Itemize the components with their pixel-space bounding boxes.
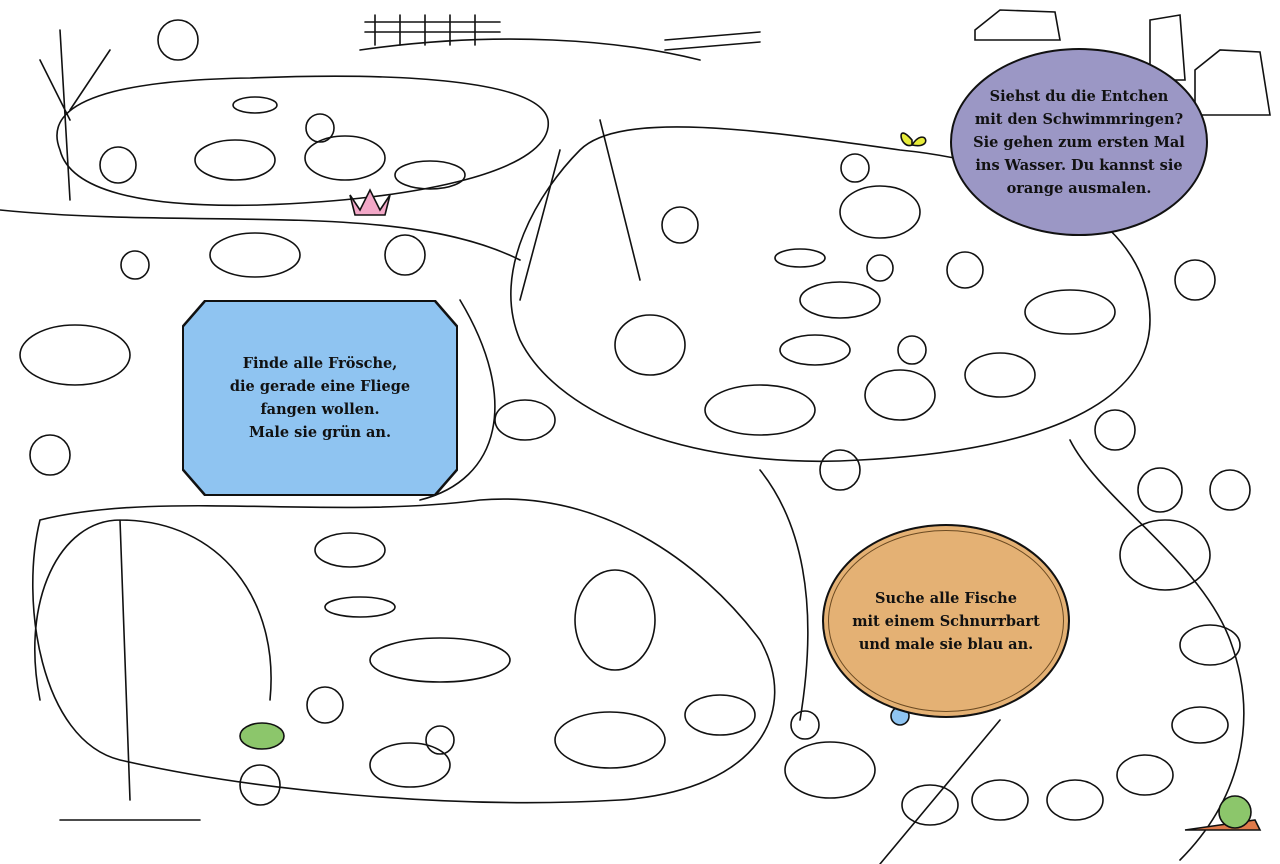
butterfly-icon [900,132,927,147]
frog-outlines [29,19,1251,806]
task-line: orange ausmalen. [1006,179,1152,197]
bottom-pond [32,498,776,804]
turtle-outlines [209,232,686,441]
task-line: ins Wasser. Du kannst sie [975,156,1183,174]
task-line: und male sie blau an. [858,635,1034,653]
task-line: Sie gehen zum ersten Mal [973,133,1185,151]
duck-outlines [19,113,1211,799]
path-line [0,38,1245,864]
task-line: Finde alle Frösche, [242,355,398,372]
fish-task-box: Suche alle Fische mit einem Schnurrbart … [822,524,1070,718]
duckling-task-box: Siehst du die Entchen mit den Schwimmrin… [950,48,1208,236]
fish-outlines [194,96,1116,736]
task-line: Male sie grün an. [248,424,392,441]
task-line: Suche alle Fische [875,589,1017,607]
duckling-rings [901,624,1241,826]
top-left-pond [56,75,549,207]
task-line: mit den Schwimmringen? [974,110,1184,128]
lotus-icon [349,188,391,216]
frog-task-box: Finde alle Frösche, die gerade eine Flie… [184,302,456,494]
center-pond [510,126,1151,463]
lily-pad [239,722,285,750]
tree-outlines [34,29,641,821]
task-line: mit einem Schnurrbart [852,612,1040,630]
task-line: fangen wollen. [260,401,380,418]
fence [364,14,761,51]
task-line: Siehst du die Entchen [989,87,1169,105]
snail-icon [1184,795,1262,831]
task-line: die gerade eine Fliege [229,378,411,395]
